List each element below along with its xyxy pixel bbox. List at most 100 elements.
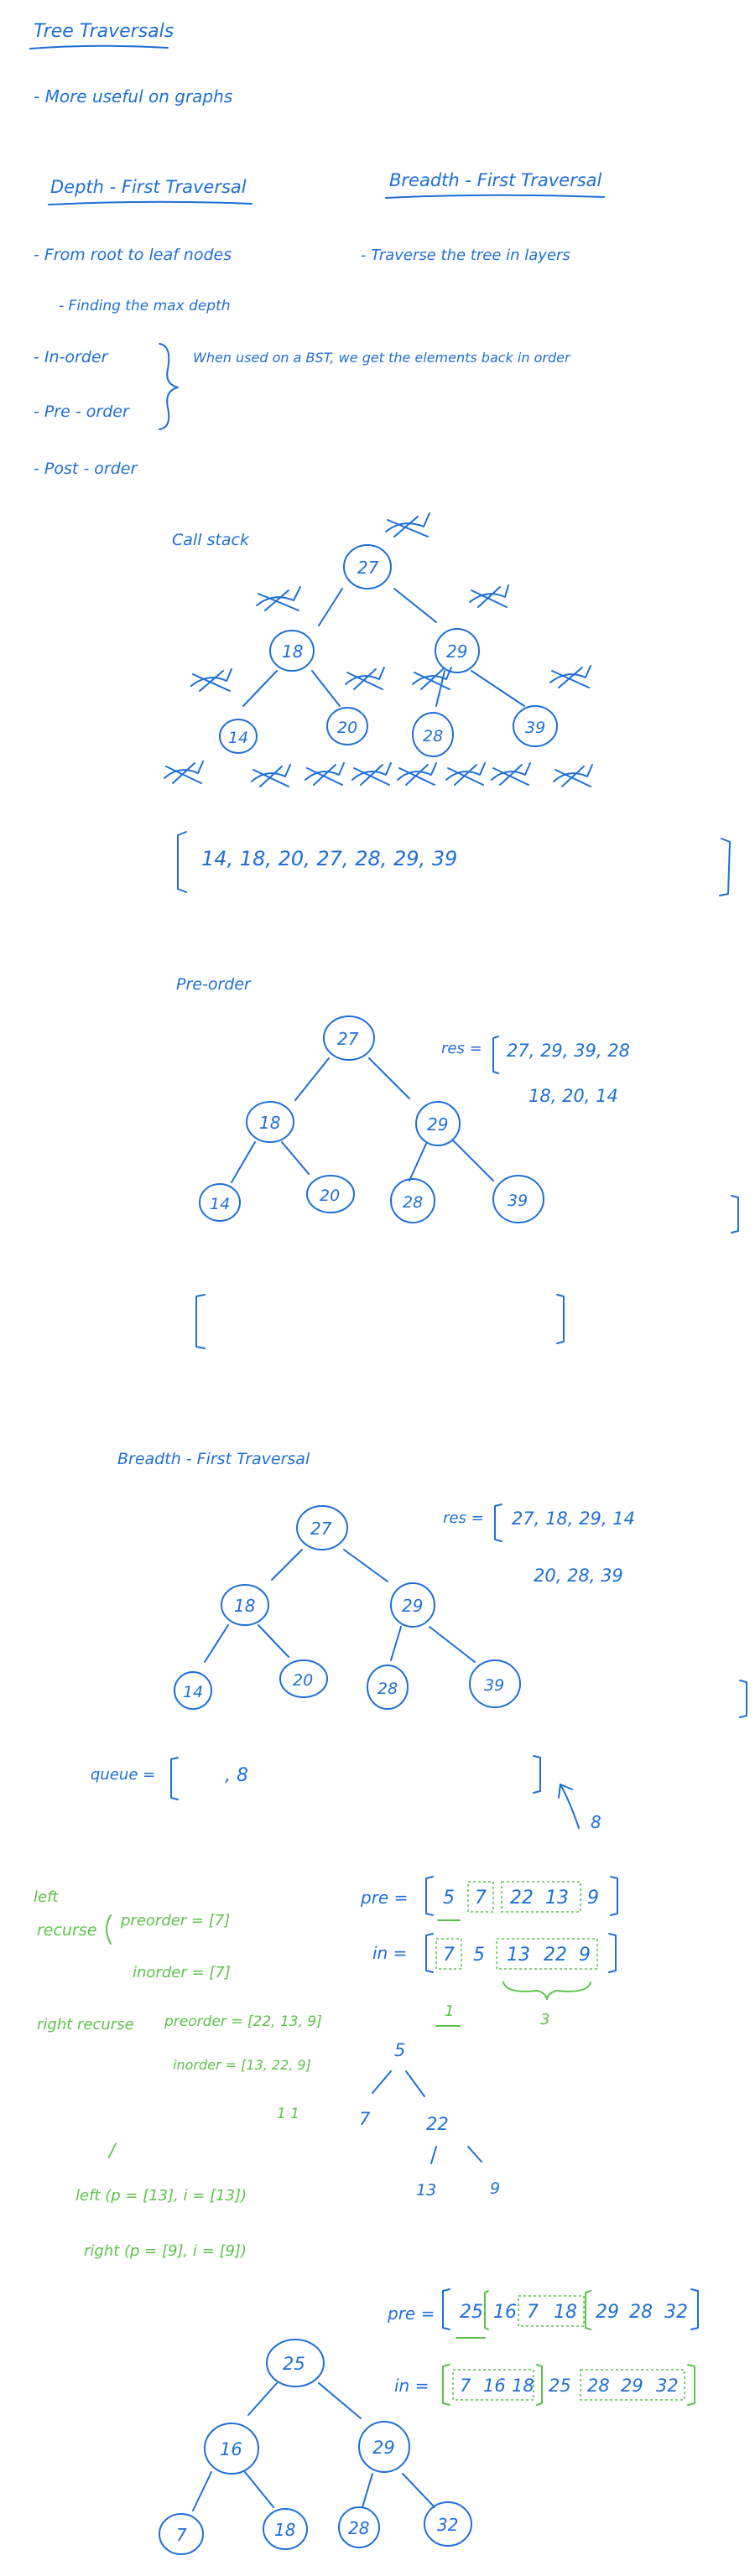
title-underline xyxy=(29,44,169,49)
in2-value: 28 xyxy=(587,2376,610,2396)
left-label: left xyxy=(34,1888,59,1906)
node-29 xyxy=(390,1582,435,1628)
node-39 xyxy=(492,1175,544,1223)
scribble-mark xyxy=(345,667,385,690)
node-18 xyxy=(263,2508,308,2550)
bfs-line: - Traverse the tree in layers xyxy=(361,247,570,264)
node-7 xyxy=(159,2513,204,2555)
node-39 xyxy=(513,705,558,747)
node-label: 29 xyxy=(372,2438,395,2458)
in2-value: 16 xyxy=(483,2376,506,2396)
node-label: 22 xyxy=(426,2114,449,2134)
node-28 xyxy=(390,1178,435,1223)
scribble-mark xyxy=(445,762,486,786)
tree-edge xyxy=(435,670,445,707)
highlight-box xyxy=(580,2369,685,2401)
node-14 xyxy=(199,1183,241,1222)
node-14 xyxy=(174,1671,212,1710)
node-label: 32 xyxy=(437,2515,458,2535)
crossed-frames xyxy=(164,512,593,787)
node-29 xyxy=(435,628,480,673)
bracket-open xyxy=(492,1036,499,1074)
pre2-value: 7 xyxy=(527,2302,539,2323)
node-18 xyxy=(221,1584,269,1626)
node-label: 7 xyxy=(176,2525,187,2545)
pre-value: 7 xyxy=(475,1888,487,1909)
tree-edge xyxy=(343,1549,388,1582)
under-label-1: 1 xyxy=(445,2002,454,2020)
queue-arrow-note: 8 xyxy=(591,1812,601,1832)
scribble-mark xyxy=(256,586,301,611)
tree-edge xyxy=(204,1624,229,1663)
scribble-mark xyxy=(385,512,430,538)
highlight-box xyxy=(452,2369,534,2401)
scribble-mark xyxy=(397,762,437,786)
right-in: inorder = [13, 22, 9] xyxy=(173,2057,311,2073)
bf-label: Breadth - First Traversal xyxy=(117,1450,310,1468)
node-20 xyxy=(279,1659,328,1698)
tree-edge xyxy=(244,2471,274,2508)
tree-edge xyxy=(368,1057,410,1099)
tree-edge xyxy=(231,1141,256,1183)
tree-edge xyxy=(467,2146,482,2163)
node-label: 39 xyxy=(508,1192,528,1210)
tree-edge xyxy=(271,1549,303,1581)
dfs-line-1: - From root to leaf nodes xyxy=(34,246,232,264)
tree-edge xyxy=(318,2382,362,2419)
pre2-value: 28 xyxy=(629,2302,653,2323)
scribble-mark xyxy=(549,665,591,688)
bracket-close xyxy=(608,1933,617,1973)
green-bracket xyxy=(687,2364,695,2406)
bracket-close xyxy=(533,1755,541,1794)
recurse-label: recurse xyxy=(37,1921,96,1940)
node-label: 27 xyxy=(310,1519,332,1539)
node-label: 27 xyxy=(357,558,379,578)
node-27 xyxy=(296,1505,348,1550)
pre2-value: 16 xyxy=(493,2302,517,2323)
dfs-line-2: - Finding the max depth xyxy=(59,298,231,314)
bf-tree: 27 18 29 14 20 28 39 xyxy=(174,1505,521,1710)
node-label: 29 xyxy=(446,641,467,662)
in2-value: 18 xyxy=(512,2376,534,2396)
dfs-line-5: - Post - order xyxy=(34,460,138,478)
node-16 xyxy=(204,2423,259,2475)
right-in-underline-marks: 1 1 xyxy=(277,2106,299,2122)
page-title: Tree Traversals xyxy=(34,21,174,42)
node-29 xyxy=(415,1101,461,1146)
tree-edge xyxy=(430,2146,437,2164)
highlight-box xyxy=(501,1881,581,1913)
node-label: 20 xyxy=(337,719,357,737)
tree-edge xyxy=(294,1057,330,1101)
preorder-res-line-2: 18, 20, 14 xyxy=(528,1086,618,1106)
highlight-box xyxy=(496,1938,598,1970)
left-call: left (p = [13], i = [13]) xyxy=(76,2187,247,2205)
highlight-box xyxy=(435,1938,462,1970)
node-32 xyxy=(424,2501,472,2547)
dfs-heading: Depth - First Traversal xyxy=(50,177,247,197)
node-label: 16 xyxy=(220,2439,242,2459)
tree-edge xyxy=(409,1143,427,1182)
tree-edge xyxy=(242,670,278,707)
tree-edge xyxy=(429,1626,476,1663)
call-stack-tree: 27 18 29 14 20 28 39 xyxy=(219,544,558,757)
tree-edge xyxy=(405,2070,425,2097)
scribble-mark xyxy=(305,762,345,786)
left-pre: preorder = [7] xyxy=(120,1912,230,1929)
in2-value: 29 xyxy=(621,2376,643,2396)
bracket-open xyxy=(442,2288,450,2330)
in-value: 7 xyxy=(443,1945,455,1966)
dfs-line-3: - In-order xyxy=(34,348,109,366)
right-recurse-label: right recurse xyxy=(37,2016,134,2033)
pre2-label: pre = xyxy=(387,2303,435,2324)
tree-edge xyxy=(258,1624,289,1658)
in2-value: 7 xyxy=(460,2376,471,2396)
node-label: 14 xyxy=(228,729,248,747)
node-label: 28 xyxy=(378,1680,398,1698)
tree-edge xyxy=(452,1140,494,1182)
node-label: 25 xyxy=(283,2354,305,2374)
node-label: 5 xyxy=(394,2040,405,2060)
green-bracket xyxy=(536,2364,543,2406)
left-in: inorder = [7] xyxy=(133,1964,231,1981)
node-18 xyxy=(246,1101,294,1143)
